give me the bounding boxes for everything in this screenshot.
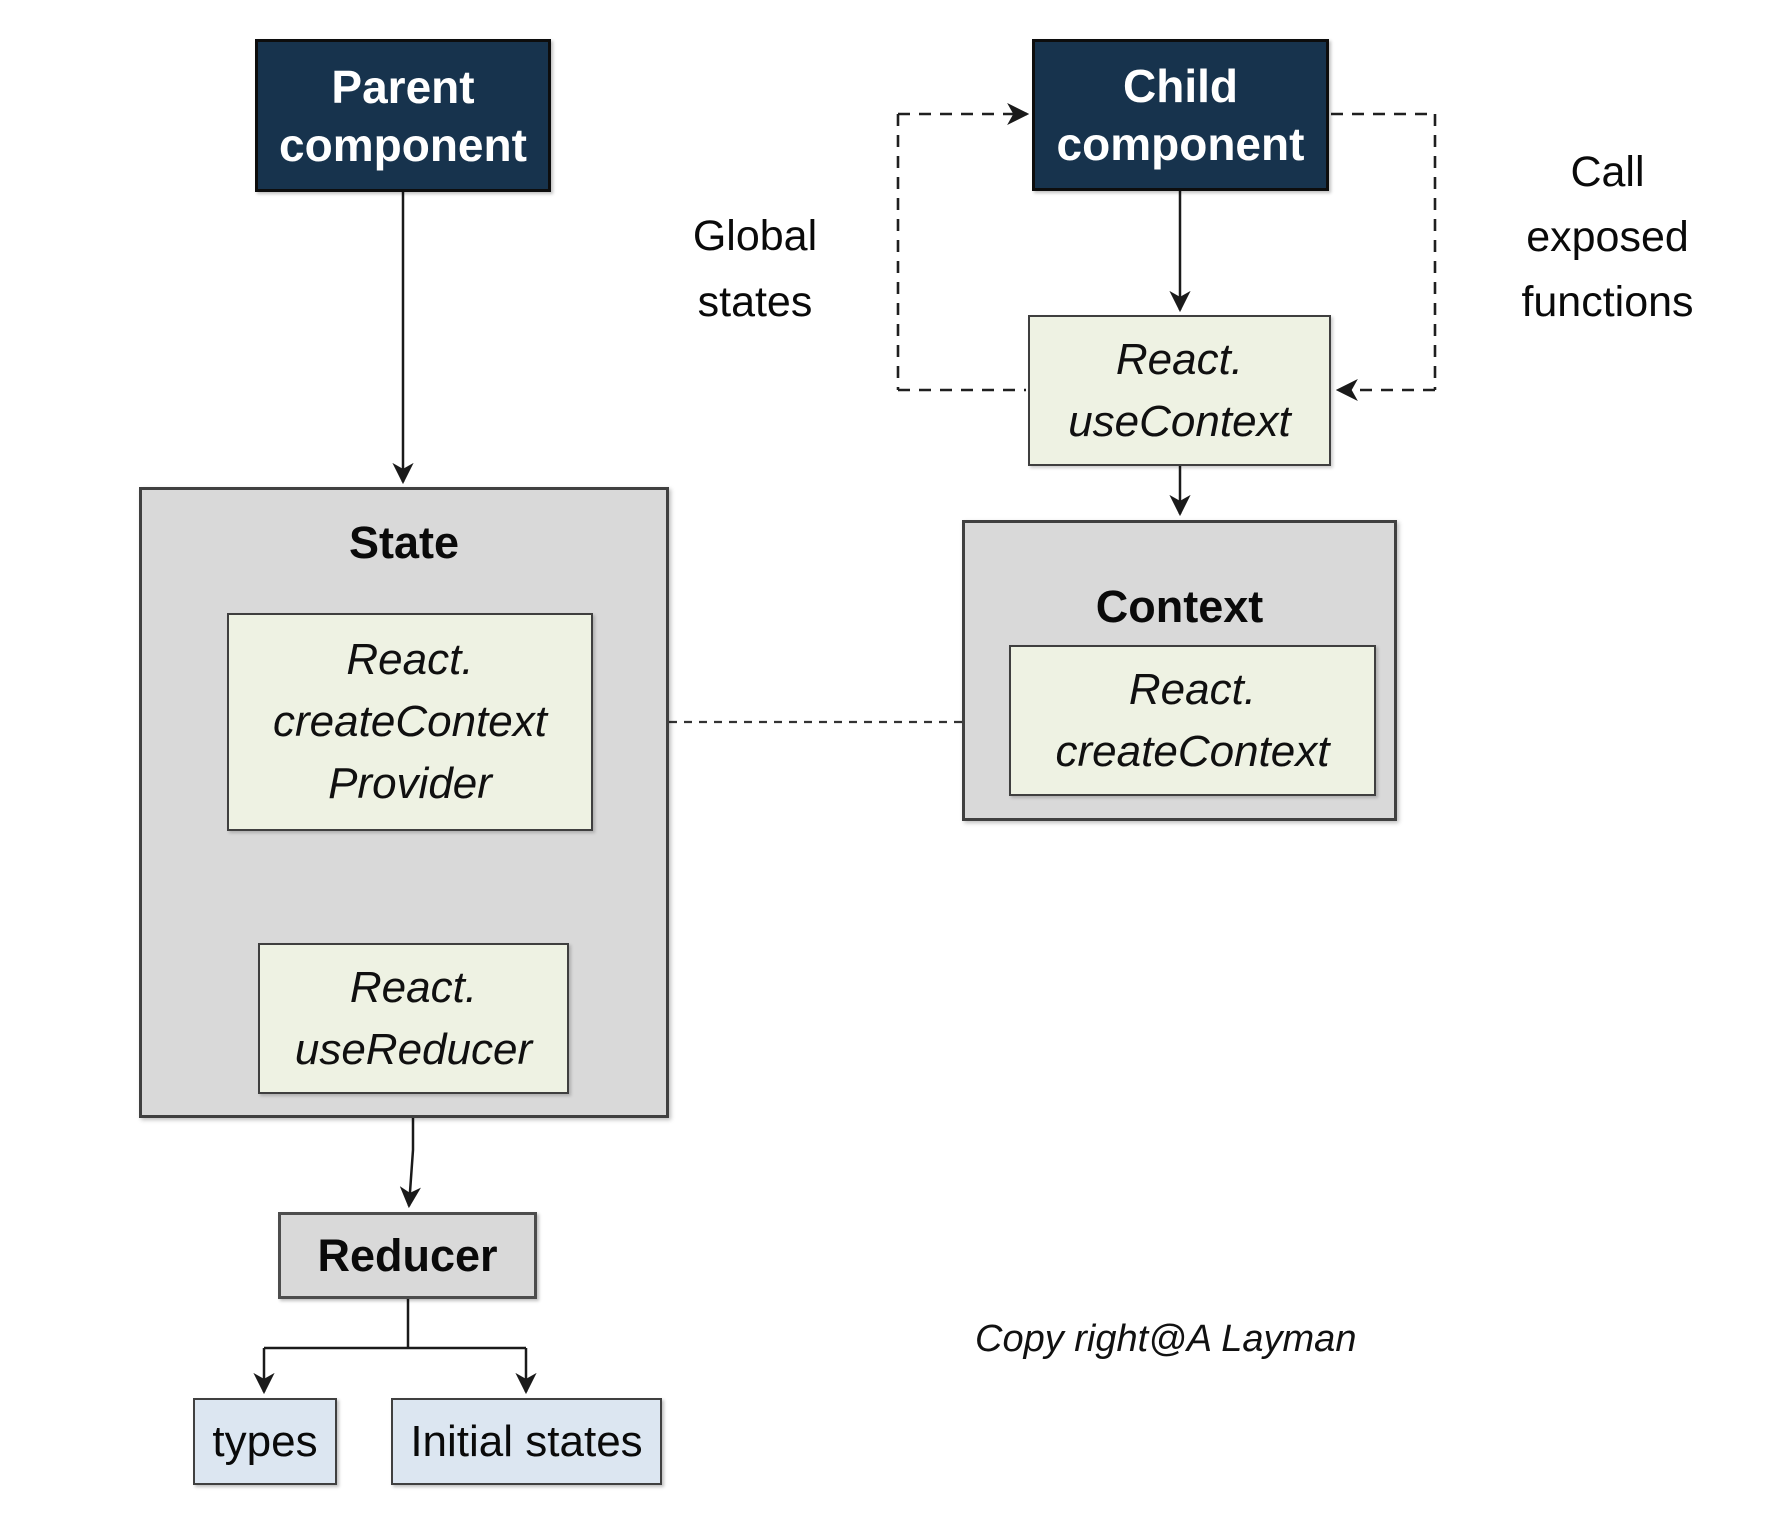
- react-usereducer-node: React. useReducer: [258, 943, 569, 1094]
- react-createcontext-node: React. createContext: [1009, 645, 1376, 796]
- parent-component-node: Parent component: [255, 39, 551, 192]
- initial-states-label: Initial states: [410, 1416, 643, 1466]
- react-createcontext-provider-label: React. createContext Provider: [273, 635, 547, 808]
- initial-states-node: Initial states: [391, 1398, 662, 1485]
- call-exposed-functions-annotation: Call exposed functions: [1521, 148, 1694, 326]
- types-label: types: [212, 1416, 318, 1466]
- child-component-label: Child component: [1056, 60, 1305, 170]
- reducer-node: Reducer: [278, 1212, 537, 1299]
- react-createcontext-label: React. createContext: [1055, 664, 1330, 776]
- copyright-text: Copy right@A Layman: [975, 1318, 1357, 1360]
- state-group-label: State: [348, 517, 460, 568]
- child-component-node: Child component: [1032, 39, 1329, 191]
- react-createcontext-provider-node: React. createContext Provider: [227, 613, 593, 831]
- context-group-label: Context: [1095, 581, 1264, 632]
- react-usecontext-label: React. useContext: [1068, 334, 1291, 446]
- connector-reducer-branch-stem: [264, 1299, 526, 1350]
- react-usereducer-label: React. useReducer: [294, 962, 533, 1074]
- react-usecontext-node: React. useContext: [1028, 315, 1331, 466]
- parent-component-label: Parent component: [279, 60, 527, 171]
- reducer-label: Reducer: [317, 1229, 498, 1281]
- global-states-annotation: Global states: [692, 212, 818, 326]
- types-node: types: [193, 1398, 337, 1485]
